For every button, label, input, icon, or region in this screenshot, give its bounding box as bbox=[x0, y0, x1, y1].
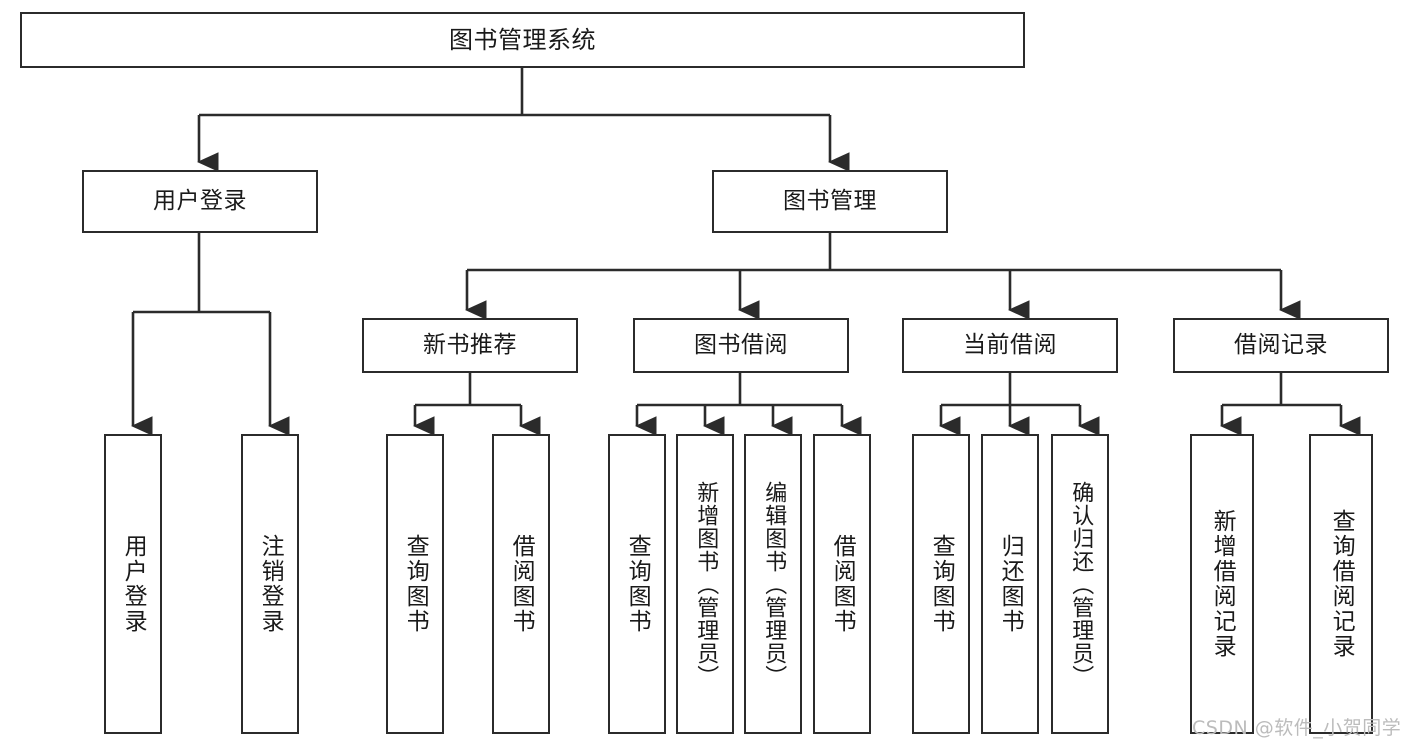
node-label: 图书管理 bbox=[783, 187, 877, 214]
node-label: 查询借阅记录 bbox=[1328, 509, 1355, 659]
node-label: 借阅记录 bbox=[1234, 331, 1328, 358]
node-label: 新书推荐 bbox=[423, 331, 517, 358]
node-label: 注销登录 bbox=[257, 534, 284, 634]
node-label: 新增图书（管理员） bbox=[693, 480, 719, 688]
node-label: 借阅图书 bbox=[829, 534, 856, 634]
node-label: 新增借阅记录 bbox=[1209, 509, 1236, 659]
node-root-system[interactable]: 图书管理系统 bbox=[20, 12, 1025, 68]
node-borrow-records[interactable]: 借阅记录 bbox=[1173, 318, 1389, 373]
leaf-borrow-add-book-admin[interactable]: 新增图书（管理员） bbox=[676, 434, 734, 734]
leaf-records-query-record[interactable]: 查询借阅记录 bbox=[1309, 434, 1373, 734]
node-new-book-recommend[interactable]: 新书推荐 bbox=[362, 318, 578, 373]
node-label: 图书借阅 bbox=[694, 331, 788, 358]
node-label: 查询图书 bbox=[624, 534, 651, 634]
leaf-recommend-query-book[interactable]: 查询图书 bbox=[386, 434, 444, 734]
node-label: 查询图书 bbox=[928, 534, 955, 634]
leaf-current-confirm-return-admin[interactable]: 确认归还（管理员） bbox=[1051, 434, 1109, 734]
node-label: 查询图书 bbox=[402, 534, 429, 634]
leaf-user-login-login[interactable]: 用户登录 bbox=[104, 434, 162, 734]
leaf-current-query-book[interactable]: 查询图书 bbox=[912, 434, 970, 734]
node-label: 当前借阅 bbox=[963, 331, 1057, 358]
node-label: 确认归还（管理员） bbox=[1068, 480, 1094, 688]
node-label: 编辑图书（管理员） bbox=[761, 480, 787, 688]
node-label: 归还图书 bbox=[997, 534, 1024, 634]
node-label: 借阅图书 bbox=[508, 534, 535, 634]
leaf-borrow-borrow-book[interactable]: 借阅图书 bbox=[813, 434, 871, 734]
node-label: 图书管理系统 bbox=[449, 25, 596, 54]
leaf-records-add-record[interactable]: 新增借阅记录 bbox=[1190, 434, 1254, 734]
node-current-borrow[interactable]: 当前借阅 bbox=[902, 318, 1118, 373]
leaf-current-return-book[interactable]: 归还图书 bbox=[981, 434, 1039, 734]
node-user-login[interactable]: 用户登录 bbox=[82, 170, 318, 233]
node-label: 用户登录 bbox=[153, 187, 247, 214]
node-book-management[interactable]: 图书管理 bbox=[712, 170, 948, 233]
node-label: 用户登录 bbox=[120, 534, 147, 634]
leaf-borrow-edit-book-admin[interactable]: 编辑图书（管理员） bbox=[744, 434, 802, 734]
leaf-user-login-logout[interactable]: 注销登录 bbox=[241, 434, 299, 734]
leaf-borrow-query-book[interactable]: 查询图书 bbox=[608, 434, 666, 734]
node-book-borrow[interactable]: 图书借阅 bbox=[633, 318, 849, 373]
leaf-recommend-borrow-book[interactable]: 借阅图书 bbox=[492, 434, 550, 734]
